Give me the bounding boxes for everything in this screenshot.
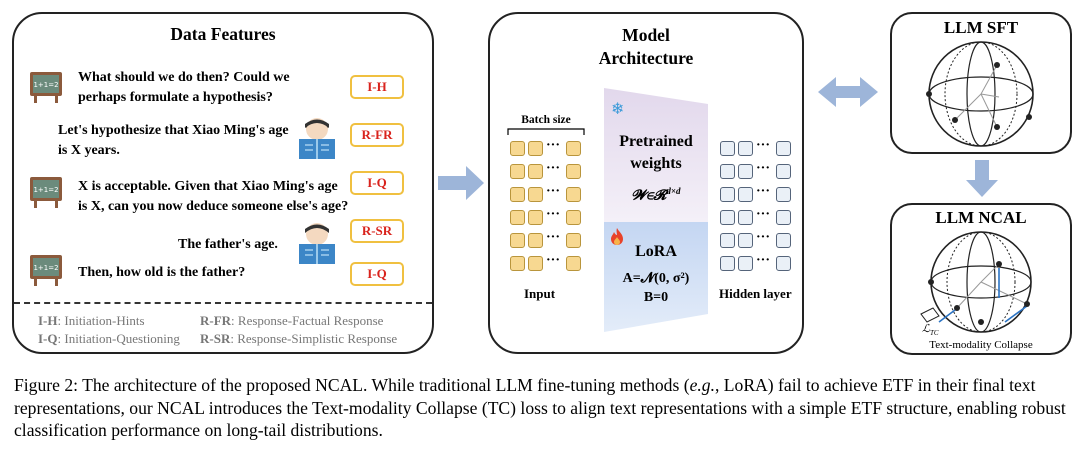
double-arrow xyxy=(818,77,878,107)
tensor-cell xyxy=(720,141,735,156)
dialogue-text: What should we do then? Could we perhaps… xyxy=(78,70,290,105)
llm-ncal-title: LLM NCAL xyxy=(935,208,1027,227)
tensor-cell xyxy=(528,141,543,156)
tensor-cell xyxy=(510,141,525,156)
tensor-cell xyxy=(738,141,753,156)
ellipsis: ··· xyxy=(546,184,561,199)
llm-sft-title: LLM SFT xyxy=(943,18,1019,37)
dialogue-tag: R-SR xyxy=(350,219,404,243)
ellipsis: ··· xyxy=(546,253,561,268)
tensor-cell xyxy=(566,210,581,225)
lora-label: LoRA xyxy=(635,243,677,260)
weights-trapezoid xyxy=(604,88,708,332)
tensor-cell xyxy=(738,256,753,271)
batch-size-label: Batch size xyxy=(521,114,571,126)
student-reading-icon xyxy=(299,223,335,264)
tensor-cell xyxy=(510,256,525,271)
tensor-cell xyxy=(720,256,735,271)
ellipsis: ··· xyxy=(756,161,771,176)
teacher-board-icon: 1+1=2 xyxy=(30,255,62,286)
ellipsis: ··· xyxy=(546,161,561,176)
tensor-cell xyxy=(776,187,791,202)
tensor-cell xyxy=(738,233,753,248)
llm-sft-panel xyxy=(890,12,1072,154)
fire-icon xyxy=(610,228,624,250)
tensor-cell xyxy=(776,141,791,156)
tensor-cell xyxy=(510,164,525,179)
tensor-cell xyxy=(510,187,525,202)
dialogue-text: X is acceptable. Given that Xiao Ming's … xyxy=(78,179,349,214)
ellipsis: ··· xyxy=(546,138,561,153)
tensor-cell xyxy=(738,210,753,225)
tensor-cell xyxy=(776,256,791,271)
batch-size-bracket xyxy=(507,128,585,135)
dialogue-tag: I-Q xyxy=(350,262,404,286)
tensor-cell xyxy=(566,256,581,271)
dialogue-tag: R-FR xyxy=(350,123,404,147)
snowflake-icon: ❄ xyxy=(611,99,625,118)
dialogue-tag: I-H xyxy=(350,75,404,99)
dialogue-tag: I-Q xyxy=(350,171,404,195)
teacher-board-icon: 1+1=2 xyxy=(30,177,62,208)
student-reading-icon xyxy=(299,118,335,159)
lora-init-b: B=0 xyxy=(643,290,669,305)
legend-item: I-H: Initiation-Hints xyxy=(38,313,145,328)
flow-arrow-down xyxy=(966,160,998,197)
tensor-cell xyxy=(510,233,525,248)
legend-item: R-FR: Response-Factual Response xyxy=(200,313,384,328)
tensor-cell xyxy=(528,187,543,202)
tensor-cell xyxy=(738,187,753,202)
ellipsis: ··· xyxy=(546,230,561,245)
dialogue-text: Then, how old is the father? xyxy=(78,265,246,280)
ellipsis: ··· xyxy=(756,253,771,268)
ncal-sphere xyxy=(920,231,1032,333)
tensor-cell xyxy=(566,164,581,179)
teacher-board-icon: 1+1=2 xyxy=(30,72,62,103)
tensor-cell xyxy=(566,233,581,248)
tensor-cell xyxy=(566,187,581,202)
tensor-cell xyxy=(528,210,543,225)
tensor-cell xyxy=(720,210,735,225)
ellipsis: ··· xyxy=(756,230,771,245)
weight-formula: 𝓦∈𝓡d×d xyxy=(631,186,681,204)
tensor-cell xyxy=(566,141,581,156)
legend-divider xyxy=(14,302,432,304)
tc-loss-label: ℒTC xyxy=(922,323,939,338)
lora-init-a: A=𝓝(0, σ²) xyxy=(622,271,690,286)
tensor-cell xyxy=(776,164,791,179)
svg-text:1+1=2: 1+1=2 xyxy=(33,264,58,272)
model-title: Model Architecture xyxy=(598,25,694,68)
tensor-cell xyxy=(776,233,791,248)
tensor-cell xyxy=(528,256,543,271)
tensor-cell xyxy=(720,233,735,248)
ellipsis: ··· xyxy=(756,184,771,199)
tensor-cell xyxy=(720,187,735,202)
ellipsis: ··· xyxy=(756,138,771,153)
tensor-cell xyxy=(528,233,543,248)
sft-sphere xyxy=(926,41,1034,147)
tensor-cell xyxy=(528,164,543,179)
flow-arrow-right xyxy=(438,166,484,200)
hidden-layer-label: Hidden layer xyxy=(719,286,792,301)
ellipsis: ··· xyxy=(756,207,771,222)
tensor-cell xyxy=(720,164,735,179)
pretrained-weights-label: Pretrained weights xyxy=(619,133,693,172)
tensor-cell xyxy=(738,164,753,179)
figure-caption: Figure 2: The architecture of the propos… xyxy=(14,375,1066,440)
dialogue-text: The father's age. xyxy=(178,237,278,252)
legend-item: I-Q: Initiation-Questioning xyxy=(38,331,180,346)
ellipsis: ··· xyxy=(546,207,561,222)
legend-item: R-SR: Response-Simplistic Response xyxy=(200,331,398,346)
dialogue-text: Let's hypothesize that Xiao Ming's age i… xyxy=(58,123,289,158)
svg-text:1+1=2: 1+1=2 xyxy=(33,186,58,194)
data-features-title: Data Features xyxy=(170,24,276,44)
input-label: Input xyxy=(524,286,556,301)
text-modality-collapse-label: Text-modality Collapse xyxy=(929,339,1033,351)
tensor-cell xyxy=(776,210,791,225)
llm-ncal-panel xyxy=(890,203,1072,355)
tensor-cell xyxy=(510,210,525,225)
svg-text:1+1=2: 1+1=2 xyxy=(33,81,58,89)
